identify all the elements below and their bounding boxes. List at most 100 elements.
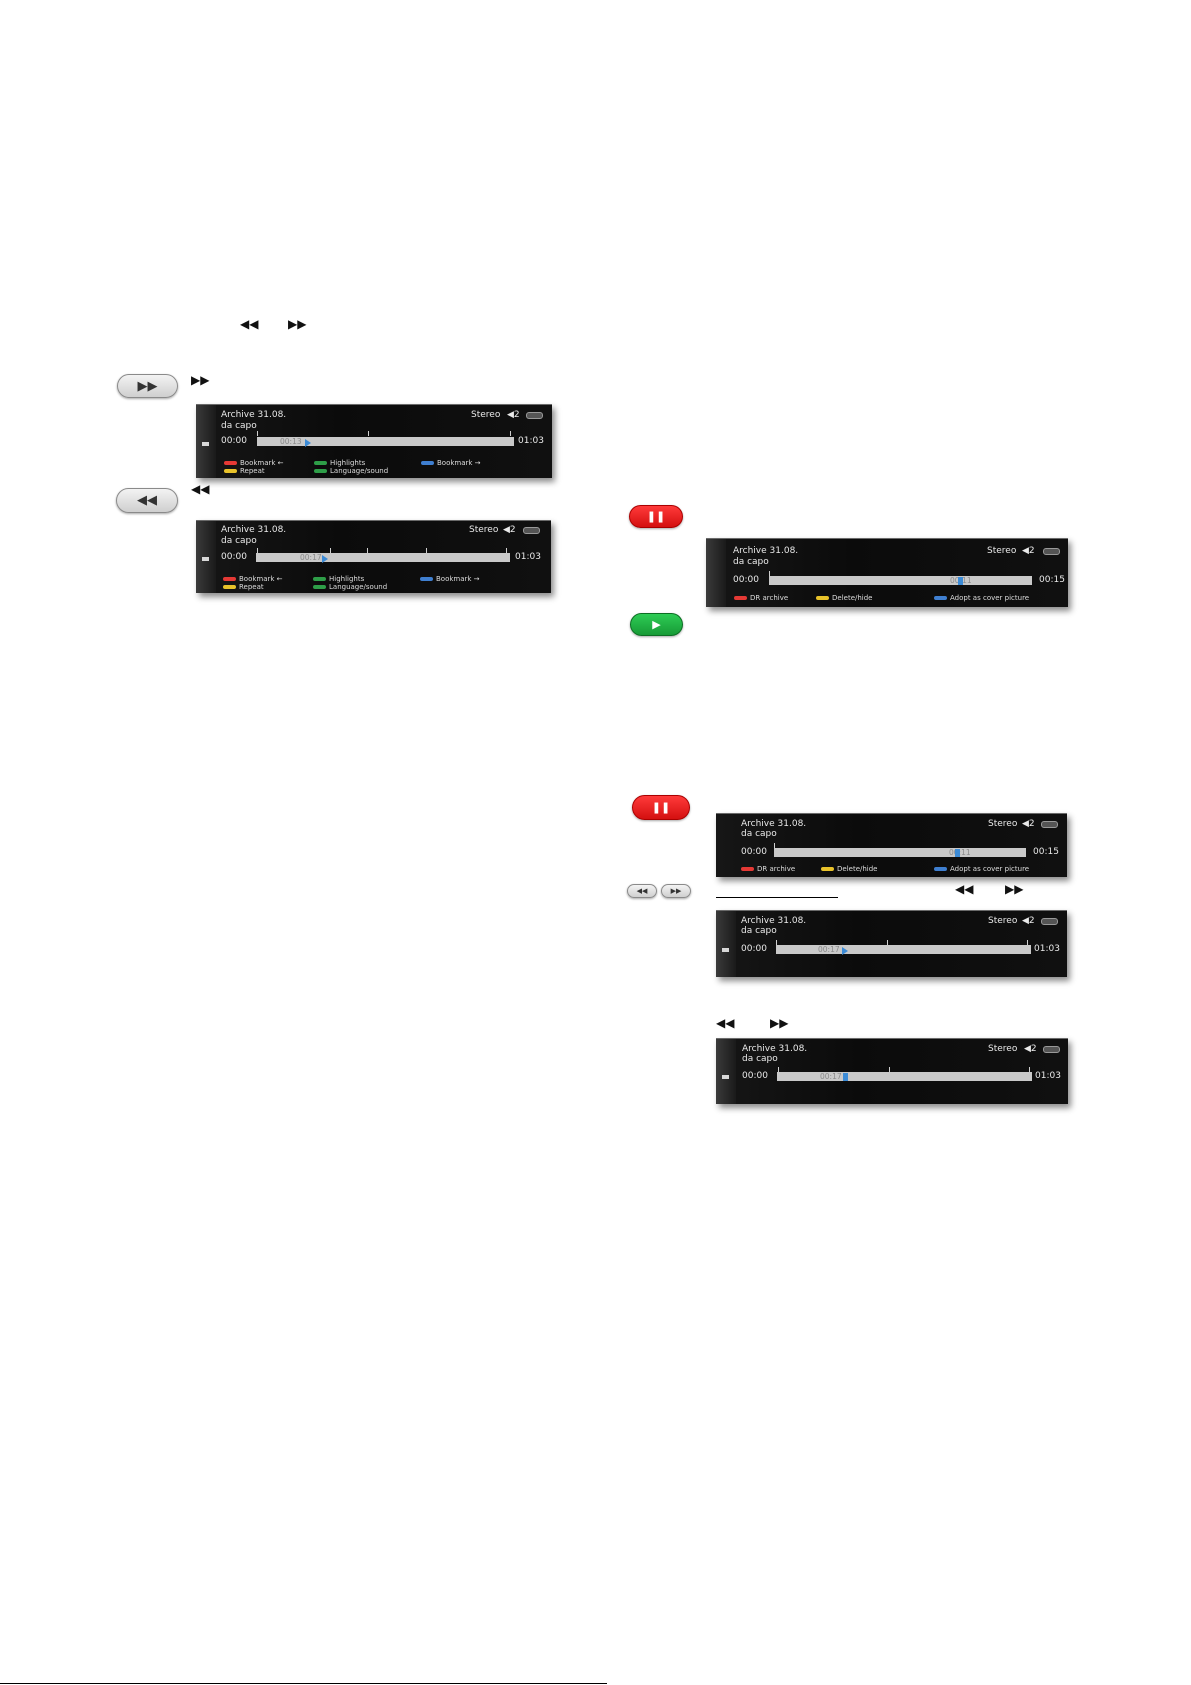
pause-button[interactable]: ❚❚ bbox=[629, 505, 683, 528]
legend-blue: Bookmark → bbox=[420, 575, 480, 583]
legend-yellow: Repeat bbox=[224, 467, 265, 475]
pause-button-2[interactable]: ❚❚ bbox=[632, 795, 690, 820]
blue-key-icon bbox=[421, 461, 434, 465]
end-time: 00:15 bbox=[1033, 847, 1059, 857]
legend-red: DR archive bbox=[741, 865, 795, 873]
progress-bar[interactable]: 00:17 bbox=[776, 945, 1031, 955]
rewind-icon: ◀◀ bbox=[636, 886, 648, 895]
progress-bar[interactable]: 00:11 bbox=[769, 576, 1032, 585]
end-time: 01:03 bbox=[515, 552, 541, 562]
position-marker bbox=[841, 947, 848, 955]
playback-osd-rewind: Archive 31.08. da capo Stereo ◀2 00:00 0… bbox=[196, 520, 551, 593]
hd-badge bbox=[1041, 821, 1058, 828]
green-key-icon bbox=[314, 469, 327, 473]
legend-green: Highlights bbox=[313, 575, 364, 583]
current-time: 00:13 bbox=[280, 437, 302, 446]
fast-forward-icon: ▶▶ bbox=[770, 1016, 789, 1030]
audio-track: 2 bbox=[513, 410, 520, 420]
legend-blue: Adopt as cover picture bbox=[934, 865, 1029, 873]
position-marker bbox=[842, 1073, 848, 1081]
audio-mode: Stereo bbox=[987, 546, 1017, 556]
progress-bar[interactable]: 00:17 bbox=[256, 553, 510, 563]
recording-subtitle: da capo bbox=[742, 1054, 778, 1064]
position-marker bbox=[957, 577, 963, 585]
speaker-icon: ◀2 bbox=[1022, 546, 1035, 556]
current-time: 00:17 bbox=[820, 1072, 842, 1081]
audio-mode: Stereo bbox=[988, 1044, 1018, 1054]
start-time: 00:00 bbox=[742, 1071, 768, 1081]
footer-rule bbox=[0, 1683, 607, 1684]
legend-yellow: Repeat bbox=[223, 583, 264, 591]
legend-yellow: Delete/hide bbox=[821, 865, 878, 873]
current-time: 00:17 bbox=[300, 553, 322, 562]
rewind-icon: ◀◀ bbox=[240, 317, 259, 331]
osd-sidebar bbox=[716, 911, 736, 977]
audio-mode: Stereo bbox=[469, 525, 499, 535]
legend-green-2: Language/sound bbox=[313, 583, 387, 591]
end-time: 01:03 bbox=[518, 436, 544, 446]
start-time: 00:00 bbox=[221, 436, 247, 446]
speaker-icon: ◀2 bbox=[507, 410, 520, 420]
recording-subtitle: da capo bbox=[733, 557, 769, 567]
fast-forward-icon: ▶▶ bbox=[137, 378, 158, 394]
audio-mode: Stereo bbox=[988, 819, 1018, 829]
red-key-icon bbox=[224, 461, 237, 465]
speaker-icon: ◀2 bbox=[1024, 1044, 1037, 1054]
fast-forward-icon: ▶▶ bbox=[1005, 882, 1024, 896]
legend-green: Highlights bbox=[314, 459, 365, 467]
start-time: 00:00 bbox=[741, 944, 767, 954]
recording-title: Archive 31.08. bbox=[741, 916, 807, 926]
legend-yellow: Delete/hide bbox=[816, 594, 873, 602]
recording-subtitle: da capo bbox=[741, 829, 777, 839]
play-button[interactable]: ▶ bbox=[630, 613, 683, 636]
fast-forward-icon: ▶▶ bbox=[191, 373, 210, 387]
pause-icon: ❚❚ bbox=[646, 510, 666, 523]
hd-badge bbox=[1041, 918, 1058, 925]
rewind-icon: ◀◀ bbox=[137, 493, 157, 508]
progress-bar[interactable]: 00:11 bbox=[774, 848, 1026, 857]
osd-sidebar bbox=[196, 521, 216, 593]
audio-mode: Stereo bbox=[988, 916, 1018, 926]
recording-subtitle: da capo bbox=[741, 926, 777, 936]
start-time: 00:00 bbox=[741, 847, 767, 857]
legend-blue: Adopt as cover picture bbox=[934, 594, 1029, 602]
position-marker bbox=[321, 555, 328, 563]
end-time: 00:15 bbox=[1039, 575, 1065, 585]
speaker-icon: ◀2 bbox=[503, 525, 516, 535]
recording-subtitle: da capo bbox=[221, 536, 257, 546]
playback-osd-pause: Archive 31.08. da capo Stereo ◀2 00:00 0… bbox=[706, 538, 1068, 607]
progress-bar[interactable]: 00:17 bbox=[777, 1072, 1032, 1081]
hd-badge bbox=[523, 527, 540, 534]
playback-osd-pause-2: Archive 31.08. da capo Stereo ◀2 00:00 0… bbox=[716, 813, 1067, 877]
current-time: 00:17 bbox=[818, 945, 840, 954]
audio-mode: Stereo bbox=[471, 410, 501, 420]
playback-osd-fast-forward: Archive 31.08. da capo Stereo ◀2 00:00 0… bbox=[196, 404, 552, 478]
hd-badge bbox=[1043, 548, 1060, 555]
fast-forward-icon: ▶▶ bbox=[288, 317, 307, 331]
green-key-icon bbox=[314, 461, 327, 465]
yellow-key-icon bbox=[224, 469, 237, 473]
recording-title: Archive 31.08. bbox=[221, 410, 287, 420]
progress-bar[interactable]: 00:13 bbox=[257, 437, 514, 447]
fast-forward-button[interactable]: ▶▶ bbox=[117, 374, 178, 398]
legend-red: Bookmark ← bbox=[223, 575, 283, 583]
legend-blue: Bookmark → bbox=[421, 459, 481, 467]
end-time: 01:03 bbox=[1034, 944, 1060, 954]
skip-forward-button[interactable]: ▶▶ bbox=[661, 884, 691, 898]
playback-osd-skip-2: Archive 31.08. da capo Stereo ◀2 00:00 0… bbox=[716, 1038, 1068, 1104]
legend-red: Bookmark ← bbox=[224, 459, 284, 467]
rewind-button[interactable]: ◀◀ bbox=[116, 488, 178, 513]
rewind-icon: ◀◀ bbox=[955, 882, 974, 896]
start-time: 00:00 bbox=[221, 552, 247, 562]
fast-forward-icon: ▶▶ bbox=[670, 886, 682, 895]
osd-sidebar bbox=[706, 539, 726, 607]
playback-osd-skip: Archive 31.08. da capo Stereo ◀2 00:00 0… bbox=[716, 910, 1067, 977]
skip-back-button[interactable]: ◀◀ bbox=[627, 884, 657, 898]
start-time: 00:00 bbox=[733, 575, 759, 585]
position-marker bbox=[305, 439, 312, 447]
recording-subtitle: da capo bbox=[221, 421, 257, 431]
speaker-icon: ◀2 bbox=[1022, 819, 1035, 829]
underline-rule bbox=[716, 897, 838, 898]
recording-title: Archive 31.08. bbox=[742, 1044, 808, 1054]
legend-green-2: Language/sound bbox=[314, 467, 388, 475]
